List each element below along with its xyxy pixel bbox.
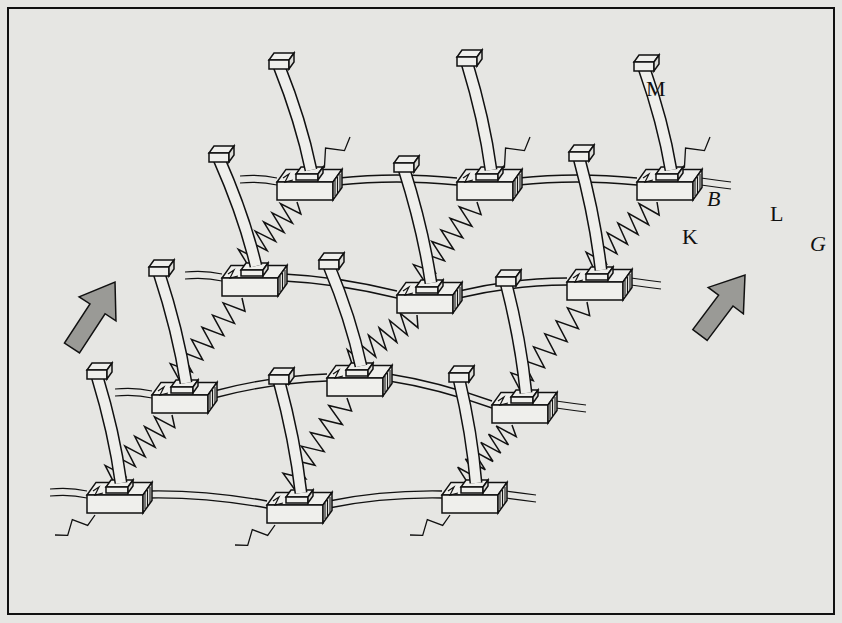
base-block — [327, 365, 392, 396]
pendulum-mass — [496, 270, 521, 286]
coupling-band — [389, 374, 492, 401]
pendulum-mass — [269, 368, 294, 384]
coupling-band — [329, 498, 442, 508]
part-label: B — [707, 188, 720, 210]
band-stub — [115, 395, 152, 398]
pendulum-mass — [87, 363, 112, 379]
band-stub — [240, 182, 277, 185]
base-block — [397, 282, 462, 313]
coupling-band — [339, 182, 457, 185]
spring-stub — [55, 515, 95, 535]
band-stub — [50, 488, 87, 491]
spring-stub — [410, 515, 450, 535]
pendulum-rod — [459, 379, 476, 483]
base-block — [222, 265, 287, 296]
part-label: L — [770, 203, 783, 225]
band-stub — [185, 278, 222, 281]
pendulum-rod-fill — [467, 63, 491, 170]
motion-arrow — [693, 275, 745, 340]
base-block — [152, 382, 217, 413]
pendulum-rod-fill — [404, 169, 431, 283]
pendulum-rod — [506, 283, 526, 393]
pendulum-mass — [209, 146, 234, 162]
pendulum-rod — [159, 273, 186, 383]
pendulum-rod — [579, 158, 601, 270]
band-stub — [631, 278, 661, 282]
pendulum-rod-fill — [644, 68, 671, 170]
spring-stub — [235, 525, 275, 545]
pendulum-rod-fill — [329, 266, 361, 366]
band-stub — [50, 495, 87, 498]
coupling-band — [519, 182, 637, 185]
pendulum-rod-fill — [219, 159, 256, 266]
band-stub — [701, 178, 731, 182]
part-label: M — [646, 78, 666, 100]
pendulum-mass — [449, 366, 474, 382]
base-block — [567, 269, 632, 300]
pendulum-mass — [634, 55, 659, 71]
pendulum-rod — [644, 68, 671, 170]
base-block — [442, 482, 507, 513]
pendulum-rod — [219, 159, 256, 266]
pendulum-rod-fill — [579, 158, 601, 270]
pendulum-mass — [319, 253, 344, 269]
part-label: K — [682, 226, 698, 248]
pendulum-mass — [269, 53, 294, 69]
pendulum-rod-fill — [279, 381, 301, 493]
pendulum-mass — [149, 260, 174, 276]
band-stub — [506, 491, 536, 495]
band-stub — [115, 388, 152, 391]
frame — [8, 8, 834, 614]
pendulum-rod — [97, 376, 121, 483]
pendulum-rod-fill — [506, 283, 526, 393]
pendulum-rod-fill — [97, 376, 121, 483]
base-block — [267, 492, 332, 523]
pendulum-rod-fill — [159, 273, 186, 383]
band-stub — [185, 271, 222, 274]
pendulum-rod — [279, 66, 311, 170]
coupling-band — [339, 175, 457, 178]
band-stub — [506, 498, 536, 502]
pendulum-rod — [279, 381, 301, 493]
pendulum-mass — [394, 156, 419, 172]
band-stub — [556, 408, 586, 412]
motion-arrow — [64, 282, 116, 353]
pendulum-rod-fill — [459, 379, 476, 483]
band-stub — [240, 175, 277, 178]
pendulum-mass — [457, 50, 482, 66]
coupling-band — [149, 498, 267, 508]
base-block — [87, 482, 152, 513]
pendulum-mass — [569, 145, 594, 161]
band-stub — [556, 401, 586, 405]
pendulum-rod — [404, 169, 431, 283]
base-block — [637, 169, 702, 200]
coupling-band — [389, 381, 492, 408]
pendulum-rod — [467, 63, 491, 170]
pendulum-rod — [329, 266, 361, 366]
part-label: G — [810, 233, 826, 255]
base-block — [492, 392, 557, 423]
base-block — [457, 169, 522, 200]
base-block — [277, 169, 342, 200]
band-stub — [631, 285, 661, 289]
pendulum-rod-fill — [279, 66, 311, 170]
